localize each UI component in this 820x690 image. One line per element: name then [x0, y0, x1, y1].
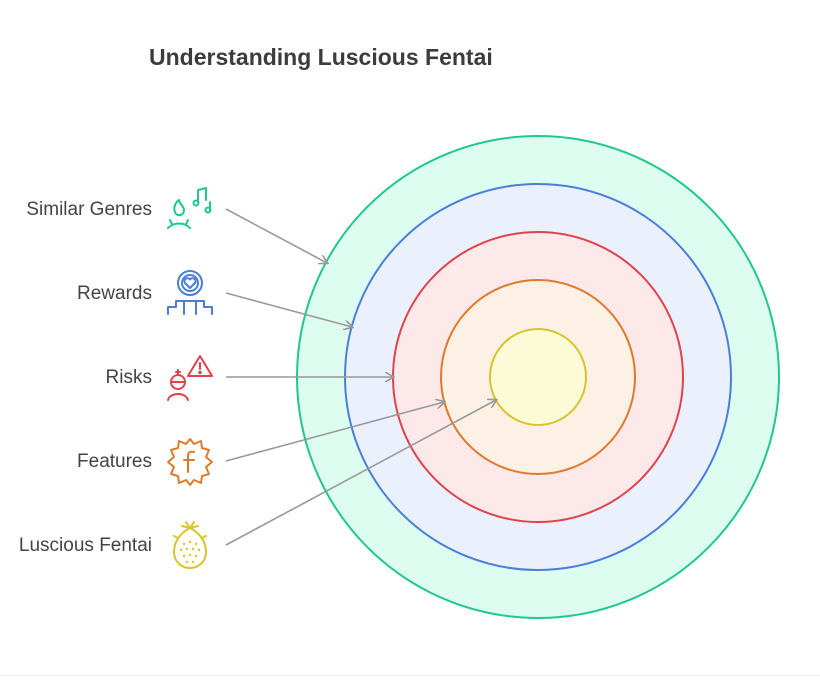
bottom-divider: [0, 675, 820, 676]
diagram-title: Understanding Luscious Fentai: [149, 44, 493, 70]
arrow-similar-genres: [225, 208, 327, 263]
fruit-icon: [173, 521, 207, 569]
ring-luscious-fentai: [489, 328, 587, 426]
label-rewards: Rewards: [77, 283, 152, 304]
arrow-features: [225, 402, 444, 462]
label-similar-genres: Similar Genres: [26, 199, 152, 220]
arrow-rewards: [225, 292, 352, 327]
label-risks: Risks: [105, 367, 152, 388]
f-gear-icon: [167, 438, 213, 486]
label-features: Features: [77, 451, 152, 472]
music-leaf-icon: [167, 187, 212, 229]
arrow-luscious-fentai: [225, 400, 496, 546]
warning-person-icon: [167, 355, 213, 401]
heart-badge-icon: [167, 270, 213, 315]
label-luscious-fentai: Luscious Fentai: [18, 535, 152, 556]
